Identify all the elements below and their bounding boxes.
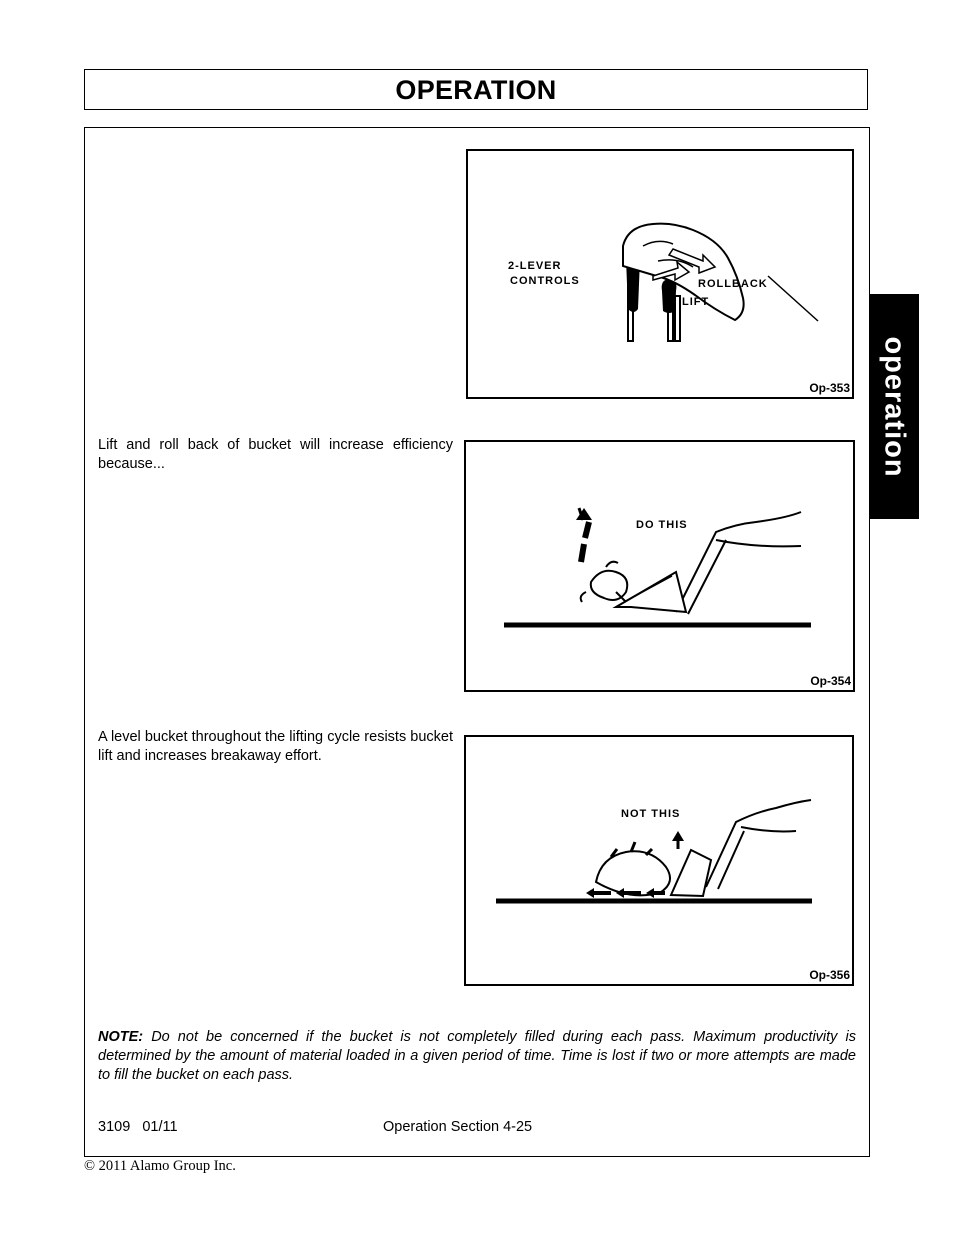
paragraph-lift-rollback: Lift and roll back of bucket will increa… — [98, 437, 453, 472]
label-lift: LIFT — [682, 296, 709, 308]
label-not-this: NOT THIS — [621, 808, 680, 820]
page-header: OPERATION — [84, 69, 868, 110]
copyright: © 2011 Alamo Group Inc. — [84, 1158, 236, 1174]
paragraph-level-bucket: A level bucket throughout the lifting cy… — [98, 729, 453, 764]
lever-controls-illustration: 2-LEVER CONTROLS ROLLBACK LIFT — [508, 222, 819, 342]
figure-code: Op-353 — [809, 381, 850, 395]
section-side-tab: operation — [869, 294, 919, 519]
label-rollback: ROLLBACK — [698, 278, 768, 290]
figure-lever-controls: 2-LEVER CONTROLS ROLLBACK LIFT Op-353 — [466, 149, 854, 399]
label-2-lever: 2-LEVER — [508, 260, 561, 272]
side-tab-label: operation — [878, 335, 911, 478]
figure-do-this: DO THIS Op-354 — [464, 440, 855, 692]
figure-code: Op-354 — [810, 674, 851, 688]
figure-not-this: NOT THIS Op-356 — [464, 735, 854, 986]
not-this-illustration: NOT THIS — [496, 799, 812, 904]
note-label: NOTE: — [98, 1029, 144, 1045]
footer-section: Operation Section 4-25 — [383, 1119, 533, 1135]
page-title: OPERATION — [395, 75, 557, 105]
do-this-illustration: DO THIS — [504, 507, 811, 628]
footer-doc-number: 3109 01/11 — [98, 1119, 178, 1135]
figure-code: Op-356 — [809, 968, 850, 982]
label-controls: CONTROLS — [510, 275, 580, 287]
content-frame — [84, 127, 870, 1157]
note-text: Do not be concerned if the bucket is not… — [98, 1029, 856, 1083]
label-do-this: DO THIS — [636, 519, 688, 531]
note-paragraph: NOTE: Do not be concerned if the bucket … — [98, 1028, 856, 1085]
